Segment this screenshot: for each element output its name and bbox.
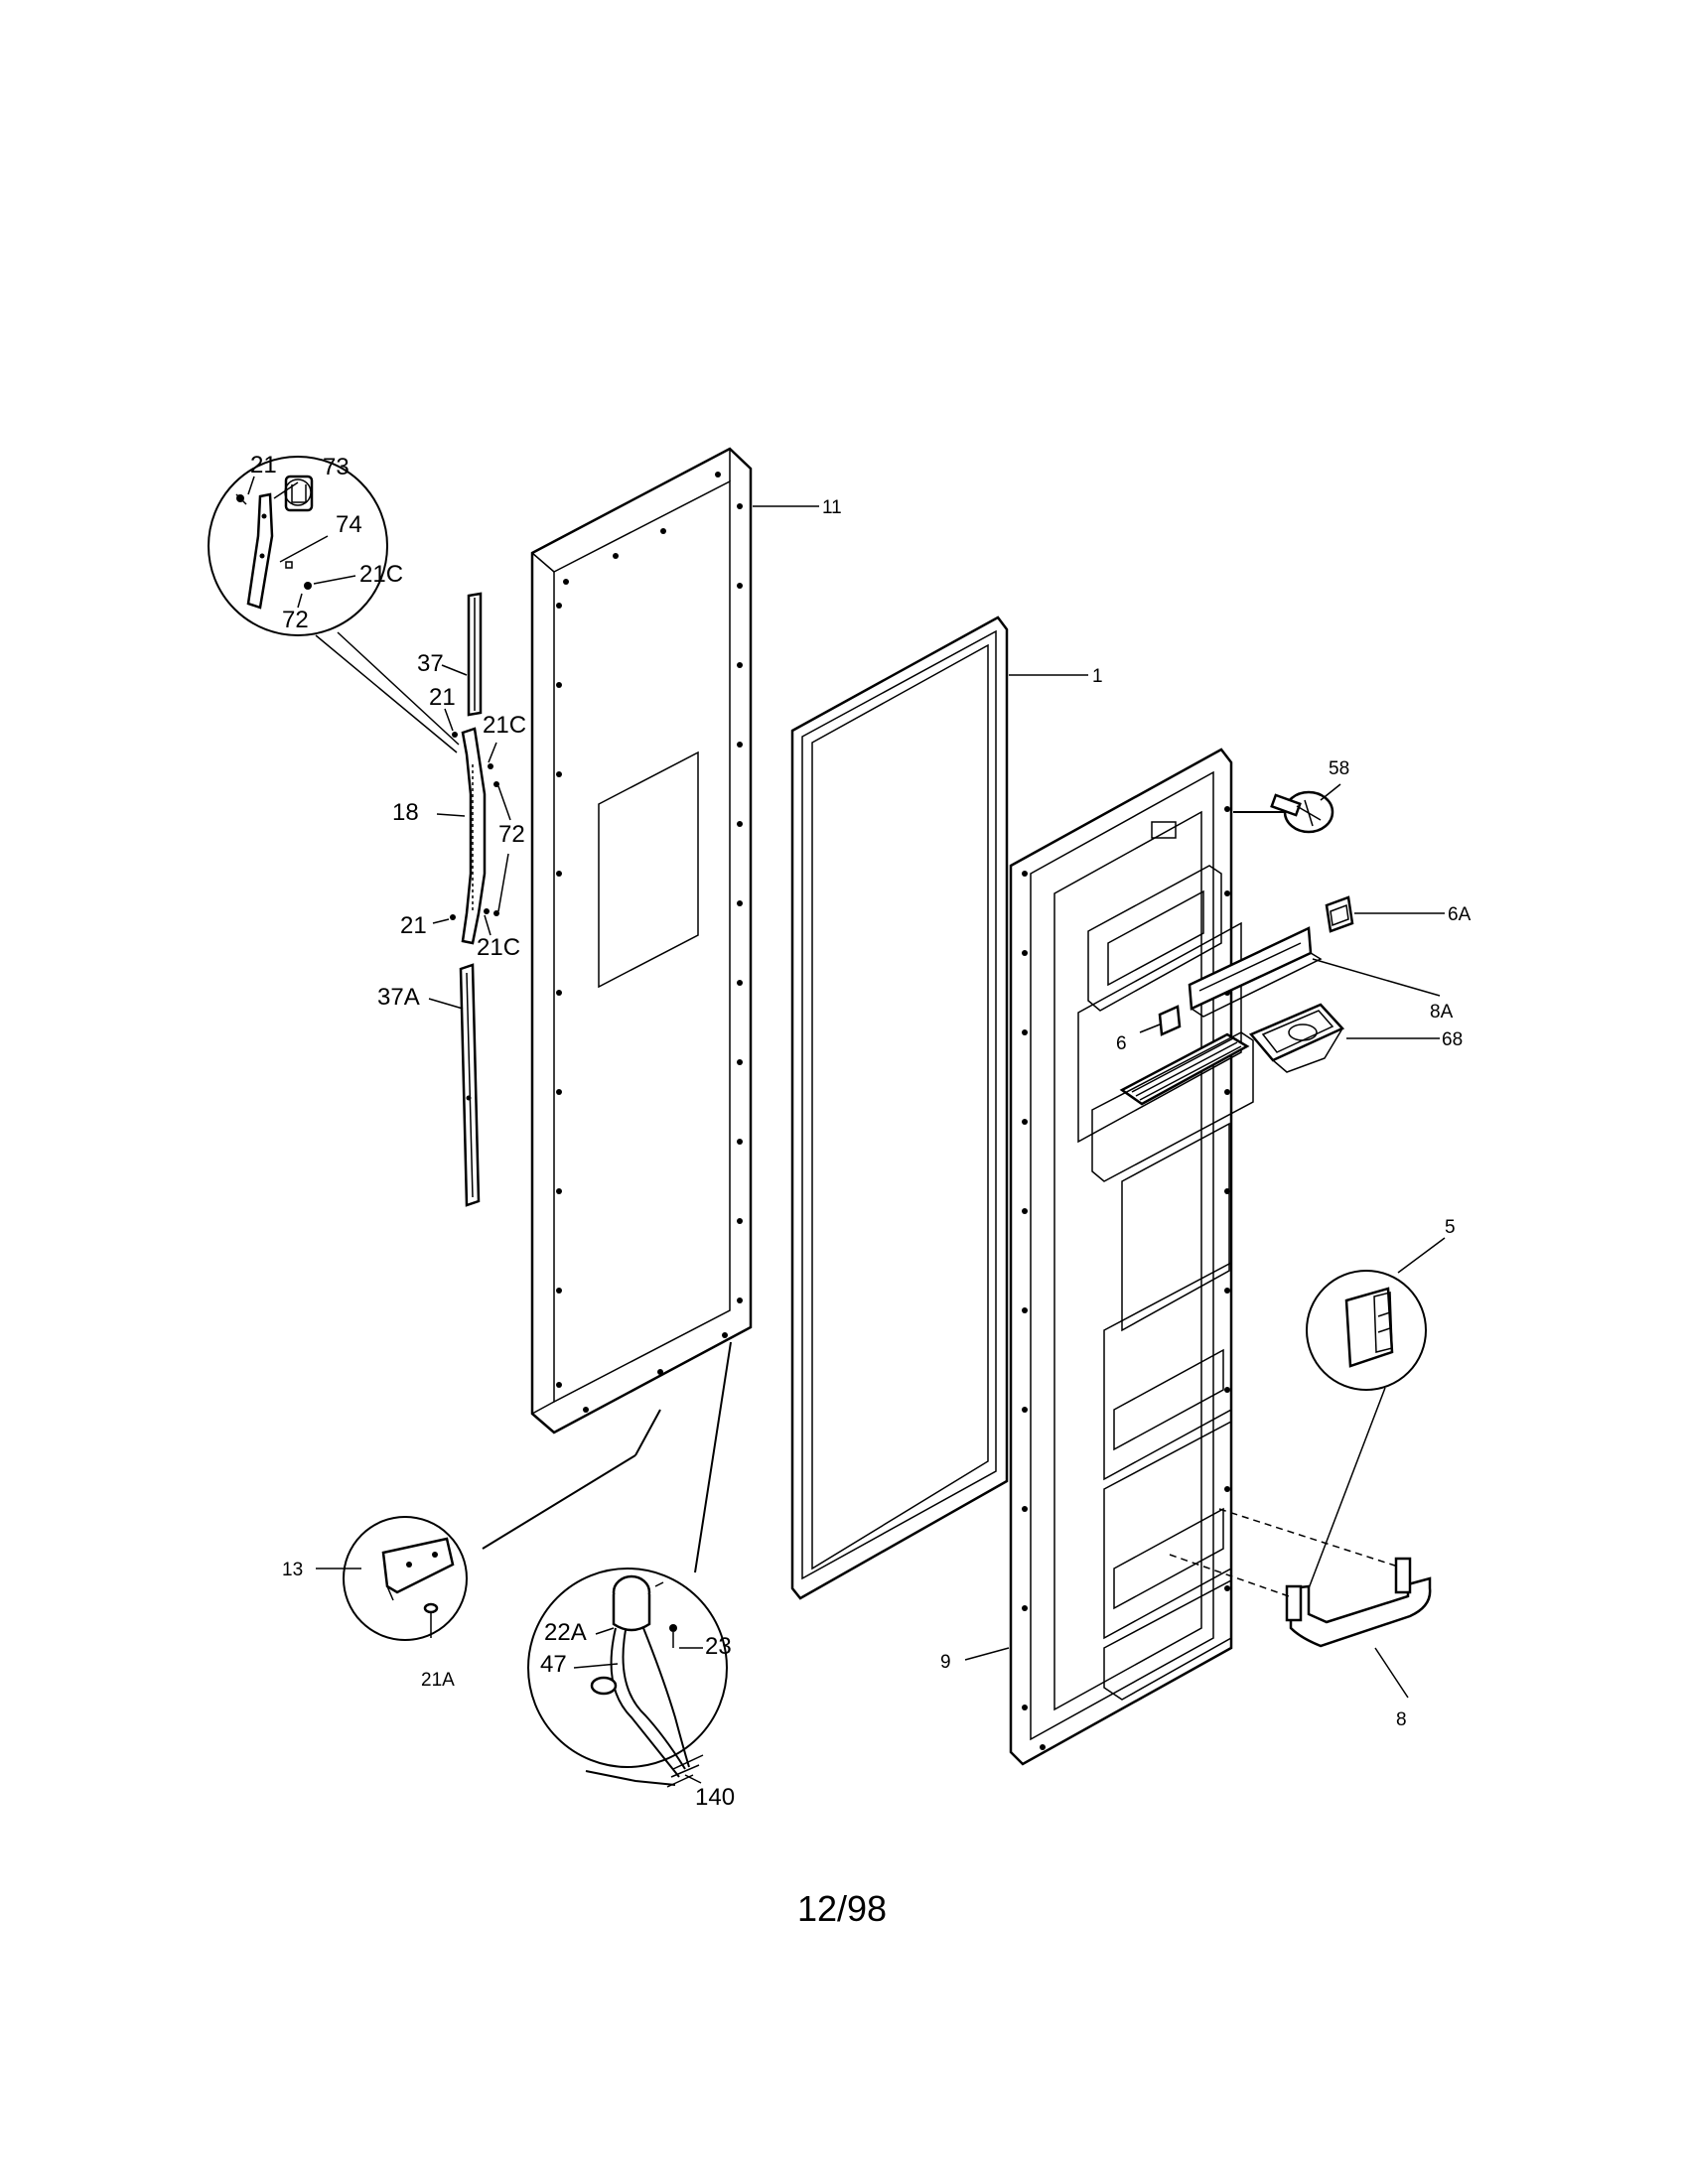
callout-5: 5: [1306, 1217, 1456, 1589]
label-21-top: 21: [250, 452, 277, 478]
callout-13: 13 21A: [282, 1409, 661, 1691]
outer-panel-holes: [556, 472, 743, 1413]
label-22a: 22A: [544, 1619, 587, 1646]
dispenser-pad-68: 68: [1248, 1003, 1463, 1073]
callout-wiring: 22A 23 47 140: [527, 1341, 735, 1811]
label-6a: 6A: [1448, 904, 1472, 925]
label-8a: 8A: [1430, 1002, 1454, 1023]
label-72-top: 72: [282, 607, 309, 633]
inner-door-liner: 9: [940, 748, 1254, 1766]
outer-door-panel: 11: [530, 447, 842, 1434]
label-18: 18: [392, 799, 419, 826]
label-72-mid: 72: [498, 821, 525, 848]
label-21c-mid: 21C: [483, 712, 526, 739]
label-9: 9: [940, 1652, 951, 1673]
label-58: 58: [1329, 758, 1349, 779]
screw-58: 58: [1233, 758, 1349, 834]
door-gasket: 1: [790, 615, 1103, 1600]
label-21c-low: 21C: [477, 934, 520, 961]
inner-liner-holes: [1022, 806, 1230, 1750]
label-140: 140: [695, 1784, 735, 1811]
label-1: 1: [1092, 666, 1103, 687]
label-11: 11: [822, 497, 842, 518]
label-13: 13: [282, 1560, 303, 1580]
footer-date: 12/98: [796, 1888, 888, 1929]
label-74: 74: [336, 511, 362, 538]
label-21a: 21A: [421, 1670, 455, 1691]
label-68: 68: [1442, 1029, 1463, 1050]
label-8: 8: [1396, 1709, 1407, 1730]
callout-hinge-detail: 21 73 74 21C 72: [208, 452, 460, 753]
label-21-mid: 21: [429, 684, 456, 711]
label-37a: 37A: [377, 984, 420, 1011]
label-21-low: 21: [400, 912, 427, 939]
label-47: 47: [540, 1651, 567, 1678]
label-23: 23: [705, 1633, 732, 1660]
hinge-strips: 37 18 21 21C 72 21 21C 37A: [377, 592, 526, 1207]
bar-8a: 8A: [1188, 926, 1454, 1023]
label-5: 5: [1445, 1217, 1456, 1238]
clip-6a: 6A: [1325, 895, 1472, 933]
label-37: 37: [417, 650, 444, 677]
label-21c-top: 21C: [359, 561, 403, 588]
chute-grille-lines: [1131, 1037, 1242, 1101]
label-73: 73: [323, 454, 350, 480]
label-6: 6: [1116, 1033, 1127, 1054]
bin-bracket-8: 8: [1169, 1508, 1432, 1730]
clip-6: 6: [1116, 1005, 1182, 1054]
